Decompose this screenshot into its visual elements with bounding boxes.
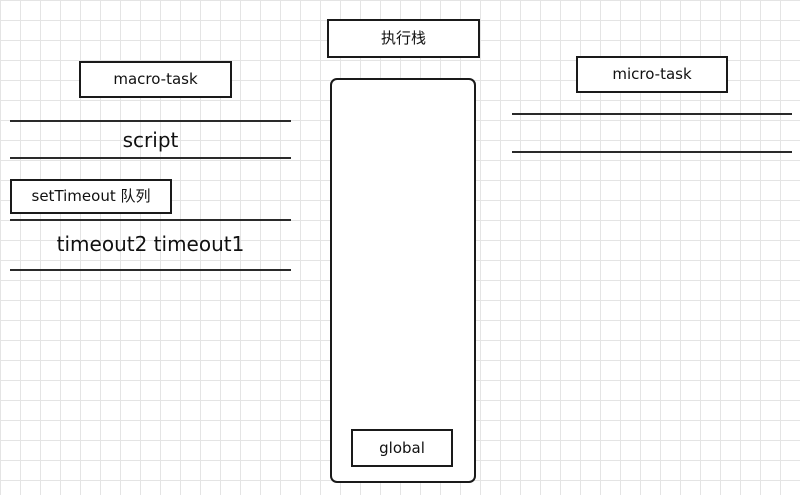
call-stack-title-text: 执行栈 <box>380 29 426 47</box>
macro-task-divider-top <box>10 120 291 122</box>
macro-task-title-text: macro-task <box>113 70 198 88</box>
call-stack-title: 执行栈 <box>327 19 480 58</box>
settimeout-queue-divider-bottom <box>10 269 291 271</box>
macro-task-title: macro-task <box>79 61 232 98</box>
micro-task-title-text: micro-task <box>612 65 692 83</box>
settimeout-queue-title: setTimeout 队列 <box>10 179 172 214</box>
micro-task-title: micro-task <box>576 56 728 93</box>
micro-task-divider-top <box>512 113 792 115</box>
call-stack-frame <box>330 78 476 483</box>
stack-item-global: global <box>351 429 453 467</box>
micro-task-divider-bottom <box>512 151 792 153</box>
stack-item-global-text: global <box>379 438 425 457</box>
macro-task-divider-middle <box>10 157 291 159</box>
macro-task-script: script <box>122 128 179 152</box>
settimeout-queue-title-text: setTimeout 队列 <box>31 187 151 205</box>
settimeout-queue-items: timeout2 timeout1 <box>56 232 245 256</box>
settimeout-queue-divider-top <box>10 219 291 221</box>
